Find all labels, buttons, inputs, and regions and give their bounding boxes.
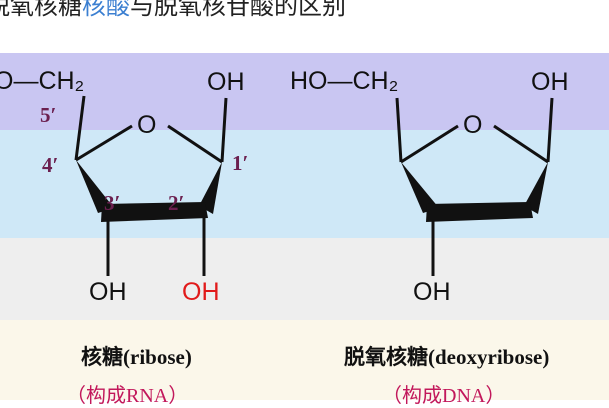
deoxyribose-bond-c1-oh <box>546 97 554 163</box>
ribose-position-4: 4′ <box>42 153 58 177</box>
title-prefix: 脱氧核糖 <box>0 0 82 20</box>
deoxyribose-bond-c5-c4 <box>395 97 403 163</box>
ribose-bond-c5-c4 <box>74 95 86 161</box>
deoxyribose-oh-c3: OH <box>413 278 451 306</box>
deoxyribose-bold-c3-c2 <box>426 202 533 222</box>
ribose-ring-oxygen: O <box>137 111 156 139</box>
ribose-position-5: 5′ <box>40 103 56 127</box>
page-title: 脱氧核糖核酸与脱氧核苷酸的区别 <box>0 0 346 21</box>
deoxyribose-bond-o-c1 <box>493 124 549 164</box>
deoxyribose-ch2-group: HO—CH₂ <box>290 67 398 95</box>
deoxyribose-wedge-c4-c3 <box>401 162 439 213</box>
title-suffix: 与脱氧核苷酸的区别 <box>130 0 346 20</box>
ribose-oh-c3: OH <box>89 278 127 306</box>
ribose-bond-c4-o <box>75 124 133 162</box>
ribose-wedge-c4-c3 <box>76 160 114 213</box>
deoxyribose-name-label: 脱氧核糖(deoxyribose) <box>344 345 550 369</box>
deoxyribose-structure: HO—CH₂ O OH OH <box>290 67 569 306</box>
ribose-oh-c1: OH <box>207 68 245 96</box>
ribose-position-1: 1′ <box>232 151 248 175</box>
deoxyribose-wedge-c1-c2 <box>524 162 548 214</box>
ribose-position-3: 3′ <box>104 191 120 215</box>
ribose-ch2-group: O—CH₂ <box>0 67 84 95</box>
deoxyribose-role-label: （构成DNA） <box>382 385 506 407</box>
ribose-position-2: 2′ <box>168 191 184 215</box>
deoxyribose-bond-c4-o <box>400 124 459 164</box>
ribose-wedge-c1-c2 <box>199 162 222 214</box>
ribose-role-label: （构成RNA） <box>66 385 189 407</box>
deoxyribose-oh-c1: OH <box>531 68 569 96</box>
ribose-name-label: 核糖(ribose) <box>81 345 192 369</box>
background-band-lower <box>0 238 609 320</box>
background-band-caption <box>0 320 609 400</box>
background-band-top <box>0 53 609 130</box>
ribose-bold-c3-c2 <box>101 202 208 222</box>
ribose-oh-c2: OH <box>182 278 220 306</box>
ribose-structure: O—CH₂ O OH OH OH 5′ 4′ 3′ 2′ 1′ <box>0 67 248 306</box>
nucleic-acid-link[interactable]: 核酸 <box>82 0 130 20</box>
ribose-bond-c1-oh <box>220 97 228 163</box>
ribose-bond-o-c1 <box>167 124 223 164</box>
deoxyribose-ring-oxygen: O <box>463 111 482 139</box>
